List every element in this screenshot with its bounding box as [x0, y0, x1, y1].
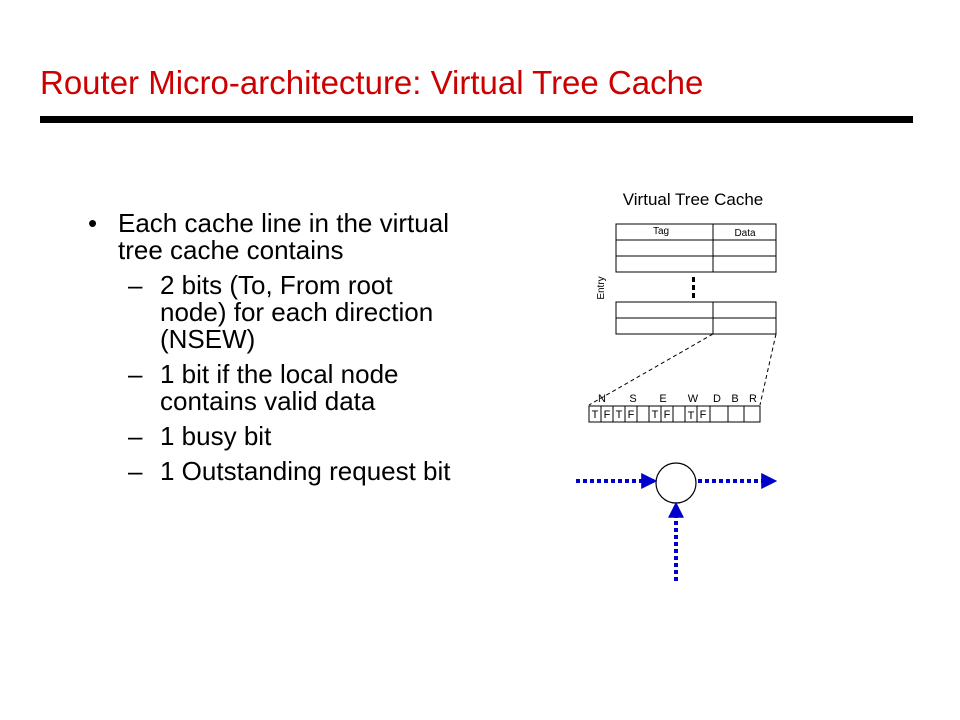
router-node-circle	[655, 462, 697, 504]
data-column-header: Data	[734, 228, 756, 239]
bit-field-row	[588, 405, 761, 423]
bit-value: F	[604, 409, 611, 421]
sub-bullet-marker: –	[128, 359, 143, 389]
sub-bullet-marker: –	[128, 456, 143, 486]
field-label-d: D	[713, 393, 721, 405]
sub-bullet-text: 1 Outstanding request bit	[160, 456, 451, 486]
bit-value: F	[628, 409, 635, 421]
bullet-main: • Each cache line in the virtual tree ca…	[84, 210, 464, 264]
tag-column-header: Tag	[653, 226, 669, 237]
bullet-list: • Each cache line in the virtual tree ca…	[84, 210, 464, 485]
sub-bullet-text: 2 bits (To, From root node) for each dir…	[160, 270, 434, 354]
bit-value: F	[664, 409, 671, 421]
sub-bullet-marker: –	[128, 421, 143, 451]
bullet-main-text: Each cache line in the virtual tree cach…	[118, 208, 449, 265]
sub-bullet-valid-data-bit: – 1 bit if the local node contains valid…	[84, 361, 464, 415]
sub-bullet-text: 1 busy bit	[160, 421, 272, 451]
sub-bullet-text: 1 bit if the local node contains valid d…	[160, 359, 399, 416]
ellipsis-dots	[692, 277, 695, 298]
field-label-n: N	[598, 393, 606, 405]
title-divider	[40, 116, 913, 123]
entry-axis-label: Entry	[596, 276, 607, 299]
diagram-title: Virtual Tree Cache	[623, 190, 763, 209]
sub-bullet-direction-bits: – 2 bits (To, From root node) for each d…	[84, 272, 464, 353]
cache-table-top	[615, 223, 777, 273]
bit-value: T	[652, 409, 659, 421]
sub-bullet-outstanding-request-bit: – 1 Outstanding request bit	[84, 458, 464, 485]
bullet-marker: •	[88, 208, 98, 238]
bit-value: T	[688, 410, 695, 422]
bit-values: T F T F T F T F	[592, 409, 707, 422]
field-label-r: R	[749, 393, 757, 405]
field-label-e: E	[659, 393, 666, 405]
router-node-diagram	[576, 462, 778, 581]
zoom-lines	[588, 333, 777, 406]
sub-bullet-busy-bit: – 1 busy bit	[84, 423, 464, 450]
field-label-s: S	[629, 393, 636, 405]
field-label-w: W	[688, 393, 699, 405]
bit-value: F	[700, 409, 707, 421]
bit-value: T	[616, 409, 623, 421]
bit-value: T	[592, 409, 599, 421]
field-label-b: B	[731, 393, 738, 405]
slide-title: Router Micro-architecture: Virtual Tree …	[40, 64, 704, 101]
sub-bullet-marker: –	[128, 270, 143, 300]
cache-table-bottom	[615, 301, 777, 335]
field-labels: N S E W D B R	[598, 393, 757, 405]
